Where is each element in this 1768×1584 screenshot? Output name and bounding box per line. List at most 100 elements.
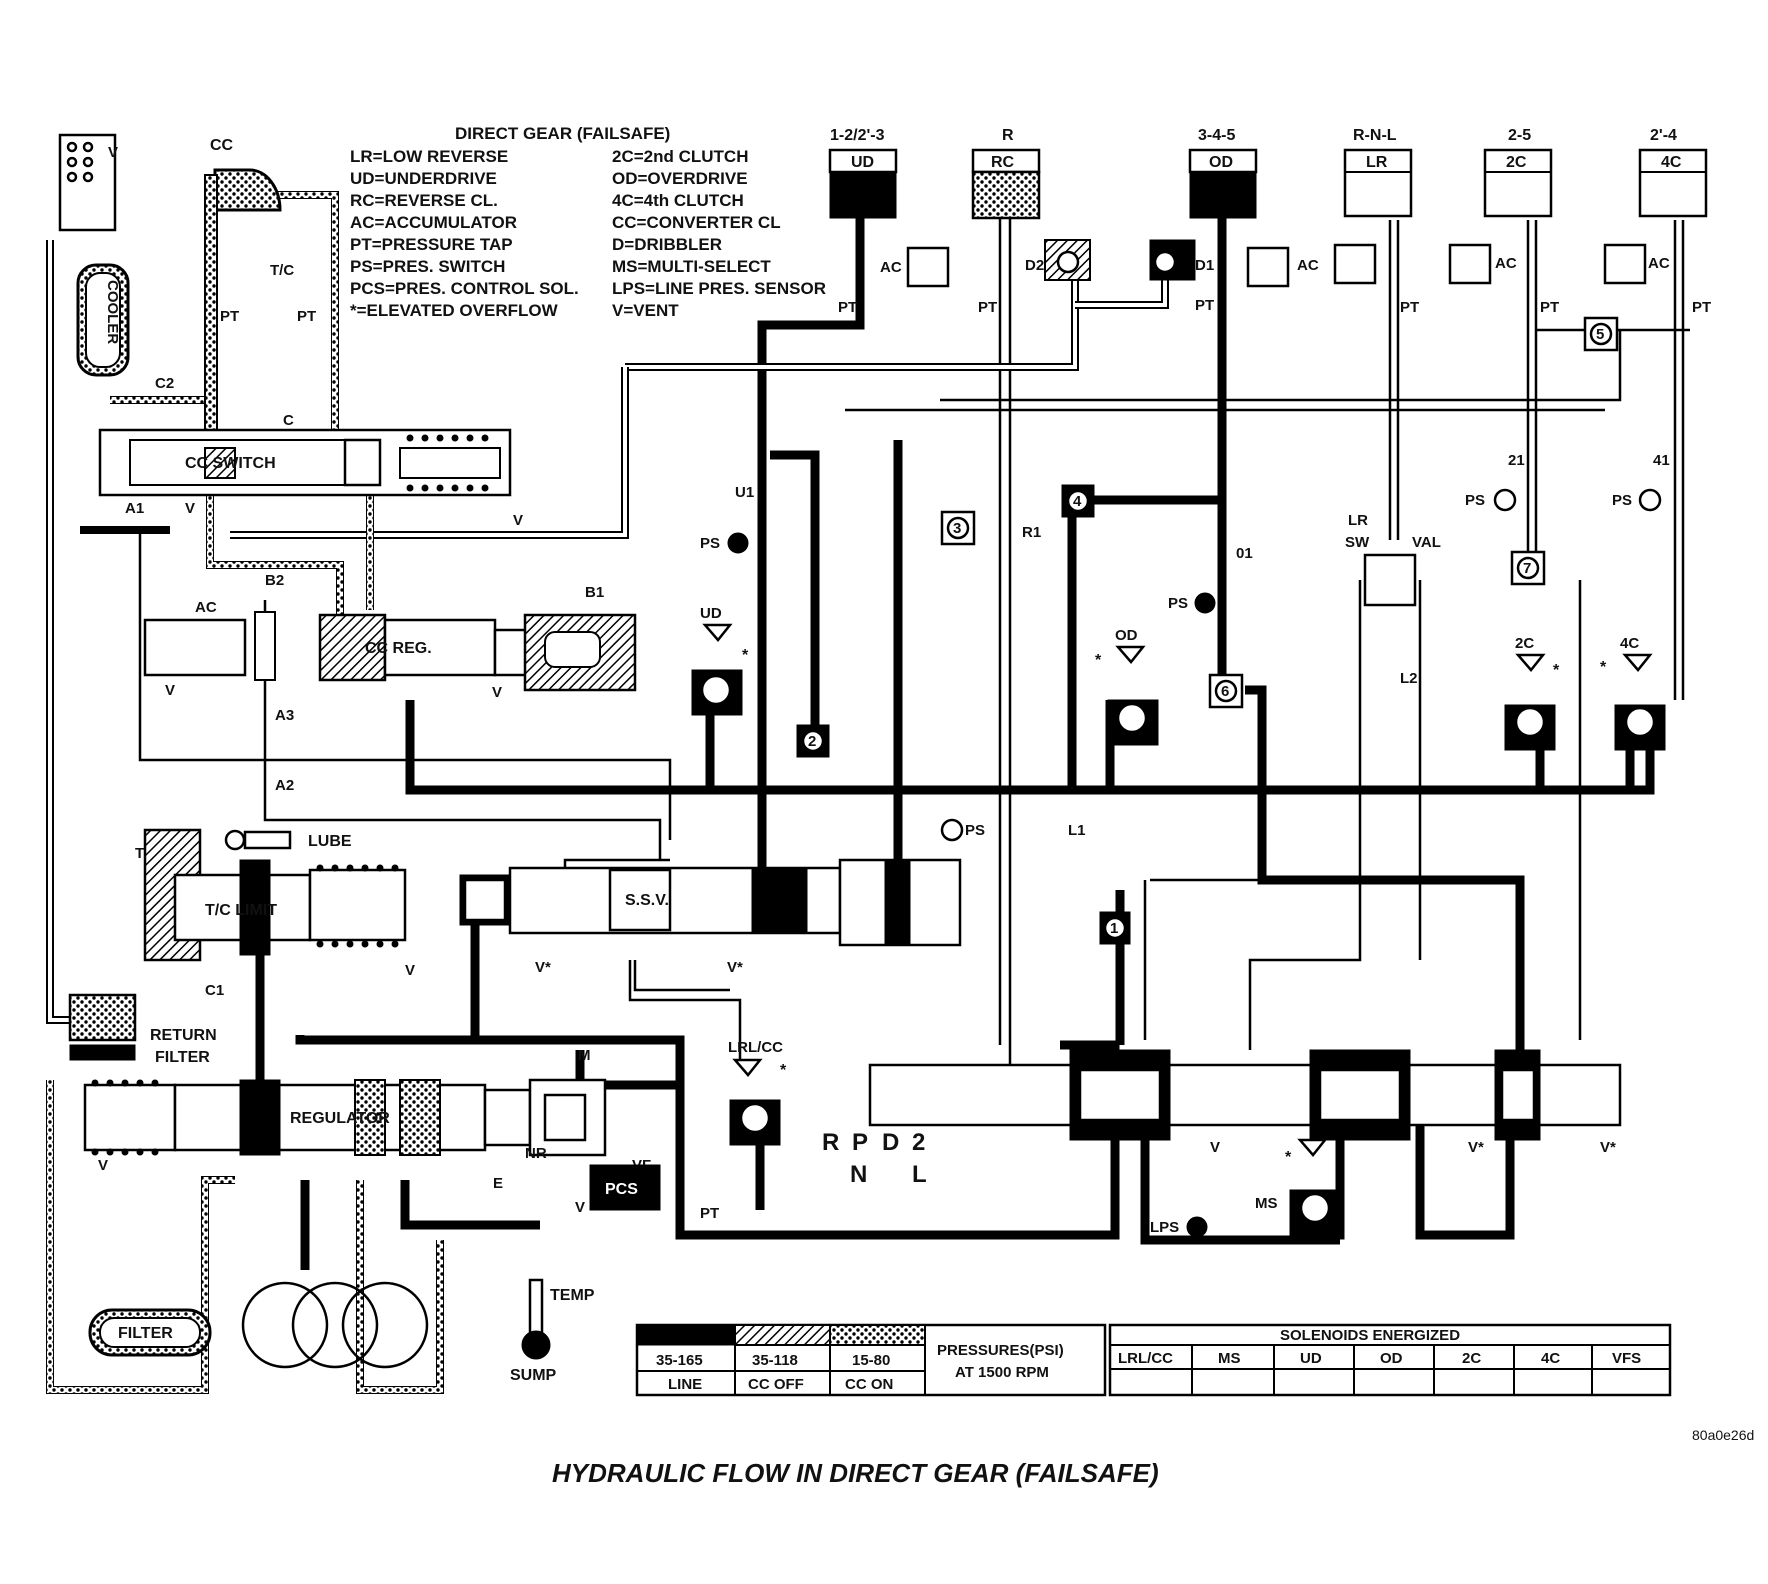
pt-label-2c: PT (1540, 299, 1559, 316)
solenoid-col-4c: 4C (1541, 1350, 1560, 1367)
solenoid-ud: UD * (691, 605, 749, 716)
cc-reg-ac-label: AC (195, 599, 217, 616)
checkball-5-label: 5 (1596, 326, 1604, 343)
tc-limit-valve[interactable]: T T/C LIMIT V C1 LUBE (135, 828, 415, 999)
a1-label: A1 (125, 500, 144, 517)
cc-reg-valve[interactable]: AC CC REG. V V A3 A2 (143, 599, 637, 794)
pt-label-pcs: PT (700, 1205, 719, 1222)
cc-switch-valve[interactable]: CC SWITCH A1 V V B2 B1 (98, 428, 604, 601)
cc-switch-land-2 (343, 438, 382, 487)
ssv-right-land (751, 867, 808, 934)
regulator-valve[interactable]: REGULATOR V E M NR VF (83, 1047, 651, 1192)
a2-label: A2 (275, 777, 294, 794)
lps-sensor: LPS (1150, 1216, 1208, 1238)
ssv-vent-2: V* (727, 959, 743, 976)
solenoid-2c: 2C * (1504, 635, 1560, 751)
manual-land-3-inner (1500, 1068, 1536, 1122)
tc-label: T/C (270, 262, 294, 279)
accumulator-od-label: AC (1297, 257, 1319, 274)
lps-label: LPS (1150, 1219, 1179, 1236)
return-filter-label-1: RETURN (150, 1027, 217, 1044)
legend-left-column: LR=LOW REVERSE UD=UNDERDRIVE RC=REVERSE … (350, 147, 579, 320)
legend-item: PS=PRES. SWITCH (350, 257, 505, 276)
position-n: N (850, 1161, 867, 1188)
clutch-ud: 1-2/2'-3 UD (828, 127, 898, 219)
clutch-2c: 2-5 2C (1483, 127, 1553, 218)
thin-l2 (1248, 580, 1362, 1050)
clutch-rc-chamber (971, 170, 1041, 220)
thin-ssv-lrl-2 (633, 960, 730, 992)
ssv-center-land (608, 868, 672, 932)
accumulator-2c-label: AC (1495, 255, 1517, 272)
cc-reg-vent: V (165, 682, 175, 699)
checkball-3-label: 3 (953, 520, 961, 537)
manual-vent-1: V (1210, 1139, 1220, 1156)
solenoids-table: SOLENOIDS ENERGIZED LRL/CC MS UD OD 2C 4… (1108, 1323, 1672, 1397)
ssv-right-plunger (884, 859, 911, 946)
pump-return-dots (47, 1080, 235, 1393)
thin-a3-a2 (263, 600, 662, 860)
regulator-end-bore (83, 1083, 177, 1152)
regulator-label: REGULATOR (290, 1110, 390, 1127)
manual-land-1-inner (1078, 1068, 1162, 1122)
ps-l1: PS (940, 818, 985, 842)
pressure-swatch-cc-on (829, 1324, 926, 1346)
checkball-1: 1 (1099, 911, 1131, 945)
checkball-1-label: 1 (1110, 920, 1118, 937)
filter: FILTER (88, 1308, 212, 1357)
accumulator-ud: AC (880, 246, 950, 288)
regulator-vent: V (98, 1157, 108, 1174)
solenoid-2c-label: 2C (1515, 635, 1534, 652)
checkball-2: 2 (796, 724, 830, 758)
ssv-left-plug-inner (463, 878, 507, 922)
tc-limit-land (239, 859, 271, 956)
tc-limit-t-label: T (135, 845, 144, 862)
ps-od: PS (1168, 592, 1216, 614)
pressure-name-cc-on: CC ON (845, 1376, 893, 1393)
nr-label: NR (525, 1145, 547, 1162)
thin-circuits (138, 218, 1690, 1080)
legend-item: OD=OVERDRIVE (612, 169, 748, 188)
clutch-2c-name: 2C (1506, 154, 1527, 171)
manual-vent-2: V* (1468, 1139, 1484, 1156)
solenoid-ms-star: * (1285, 1149, 1292, 1166)
filter-label: FILTER (118, 1325, 173, 1342)
manual-valve[interactable]: V V* V* R P D 2 N L (822, 1049, 1622, 1188)
clutch-2c-range: 2-5 (1508, 127, 1531, 144)
b2-label: B2 (265, 572, 284, 589)
clutch-od-range: 3-4-5 (1198, 127, 1235, 144)
accumulator-ud-label: AC (880, 259, 902, 276)
a3-label: A3 (275, 707, 294, 724)
cc-switch-label: CC SWITCH (185, 455, 276, 472)
d2-label: D2 (1025, 257, 1044, 274)
pump-gear-3 (341, 1281, 429, 1369)
tc-pt-line-dots (265, 192, 338, 430)
b1-label: B1 (585, 584, 604, 601)
lube-label: LUBE (308, 833, 352, 850)
clutch-od-chamber (1189, 171, 1257, 219)
legend-item: MS=MULTI-SELECT (612, 257, 771, 276)
ssv-valve[interactable]: S.S.V. V* V* (459, 858, 962, 976)
checkballs: 1 2 3 4 5 6 7 (796, 316, 1619, 945)
clutch-ud-range: 1-2/2'-3 (830, 127, 885, 144)
clutch-od: 3-4-5 OD (1188, 127, 1258, 219)
ssv-vent-1: V* (535, 959, 551, 976)
solenoid-od-star: * (1095, 652, 1102, 669)
val-label: VAL (1412, 534, 1441, 551)
legend-item: AC=ACCUMULATOR (350, 213, 517, 232)
pcs-solenoid[interactable]: PCS V PT (575, 1164, 719, 1222)
position-l: L (912, 1161, 927, 1188)
legend-item: UD=UNDERDRIVE (350, 169, 497, 188)
dribbler-d2: D2 (1025, 239, 1091, 281)
cc-label: CC (210, 137, 234, 154)
legend-item: LR=LOW REVERSE (350, 147, 508, 166)
line-pump-2 (400, 1180, 540, 1230)
u1-label: U1 (735, 484, 754, 501)
regulator-plug (483, 1088, 532, 1147)
legend-item: RC=REVERSE CL. (350, 191, 498, 210)
solenoid-ud-star: * (742, 647, 749, 664)
line-lps (1140, 1110, 1340, 1245)
c1-label: C1 (205, 982, 224, 999)
cc-reg-accumulator (143, 618, 247, 677)
solenoid-4c-label: 4C (1620, 635, 1639, 652)
